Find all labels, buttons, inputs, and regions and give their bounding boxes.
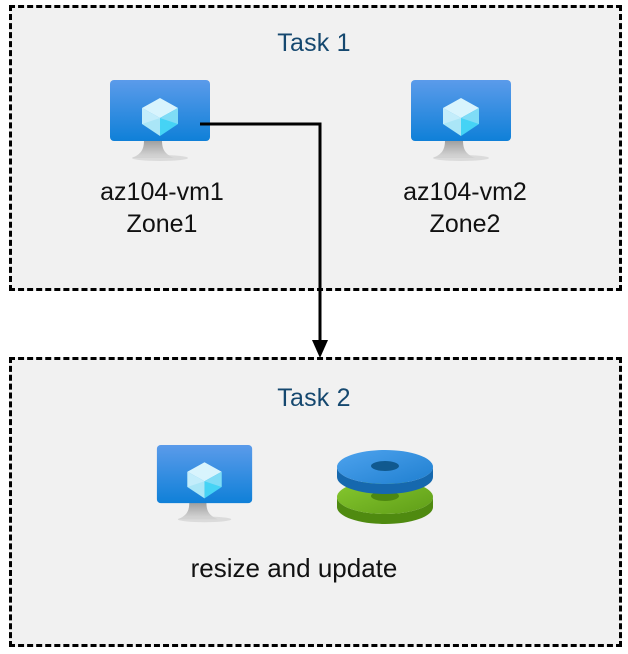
task-2-group-box (9, 357, 622, 647)
virtual-machine-icon (409, 78, 514, 168)
managed-disks-icon (333, 443, 438, 529)
virtual-machine-icon (108, 78, 213, 168)
resize-and-update-text: resize and update (190, 553, 398, 583)
vm1-label: az104-vm1 Zone1 (52, 176, 272, 240)
vm2-name: az104-vm2 (403, 178, 527, 206)
task-2-caption: resize and update (94, 552, 494, 584)
vm1-zone: Zone1 (126, 210, 198, 238)
vm2-zone: Zone2 (429, 210, 501, 238)
vm1-name: az104-vm1 (100, 178, 224, 206)
task-1-title: Task 1 (277, 29, 351, 57)
task-2-title: Task 2 (277, 384, 351, 412)
vm2-label: az104-vm2 Zone2 (355, 176, 575, 240)
virtual-machine-icon (155, 443, 255, 529)
